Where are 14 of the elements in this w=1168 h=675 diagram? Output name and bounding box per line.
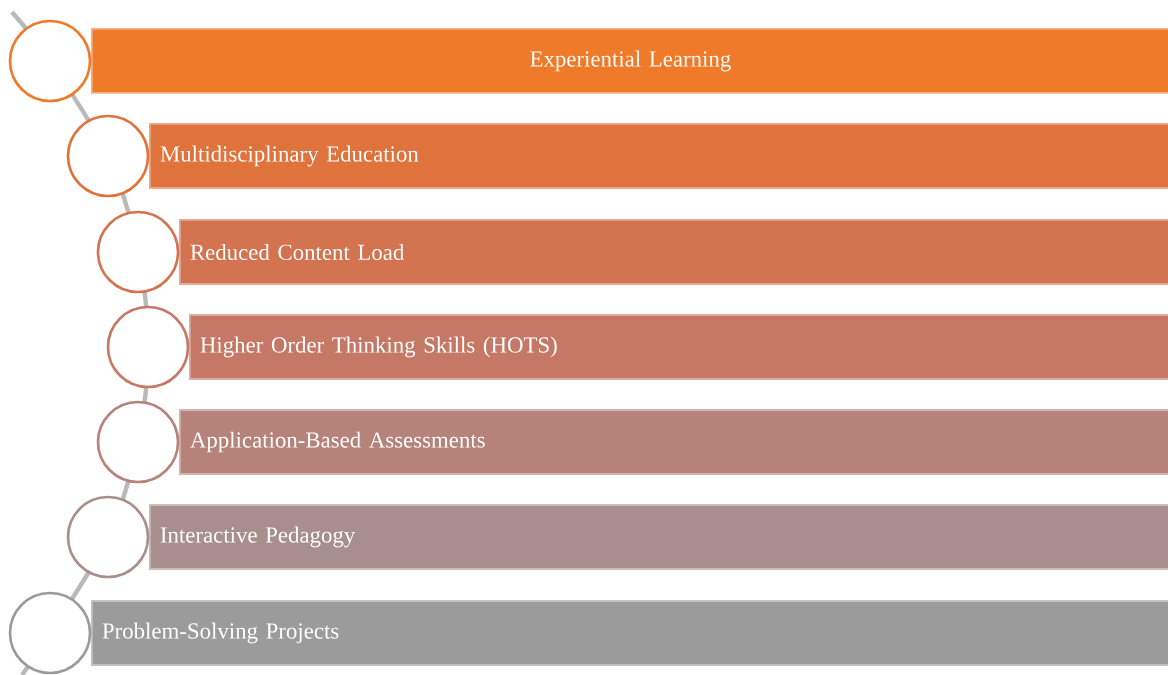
circle-marker [106, 305, 190, 389]
list-bar: Reduced Content Load [179, 219, 1168, 285]
list-bar: Higher Order Thinking Skills (HOTS) [189, 314, 1168, 380]
circle-marker [66, 495, 150, 579]
circle-marker [8, 591, 92, 675]
list-bar: Problem-Solving Projects [91, 600, 1168, 666]
circle-marker [8, 19, 92, 103]
circle-marker [96, 210, 180, 294]
circle-marker [96, 400, 180, 484]
list-bar: Interactive Pedagogy [149, 504, 1168, 570]
list-bar: Multidisciplinary Education [149, 123, 1168, 189]
list-bar: Experiential Learning [91, 28, 1168, 94]
circle-marker [66, 114, 150, 198]
list-bar: Application-Based Assessments [179, 409, 1168, 475]
